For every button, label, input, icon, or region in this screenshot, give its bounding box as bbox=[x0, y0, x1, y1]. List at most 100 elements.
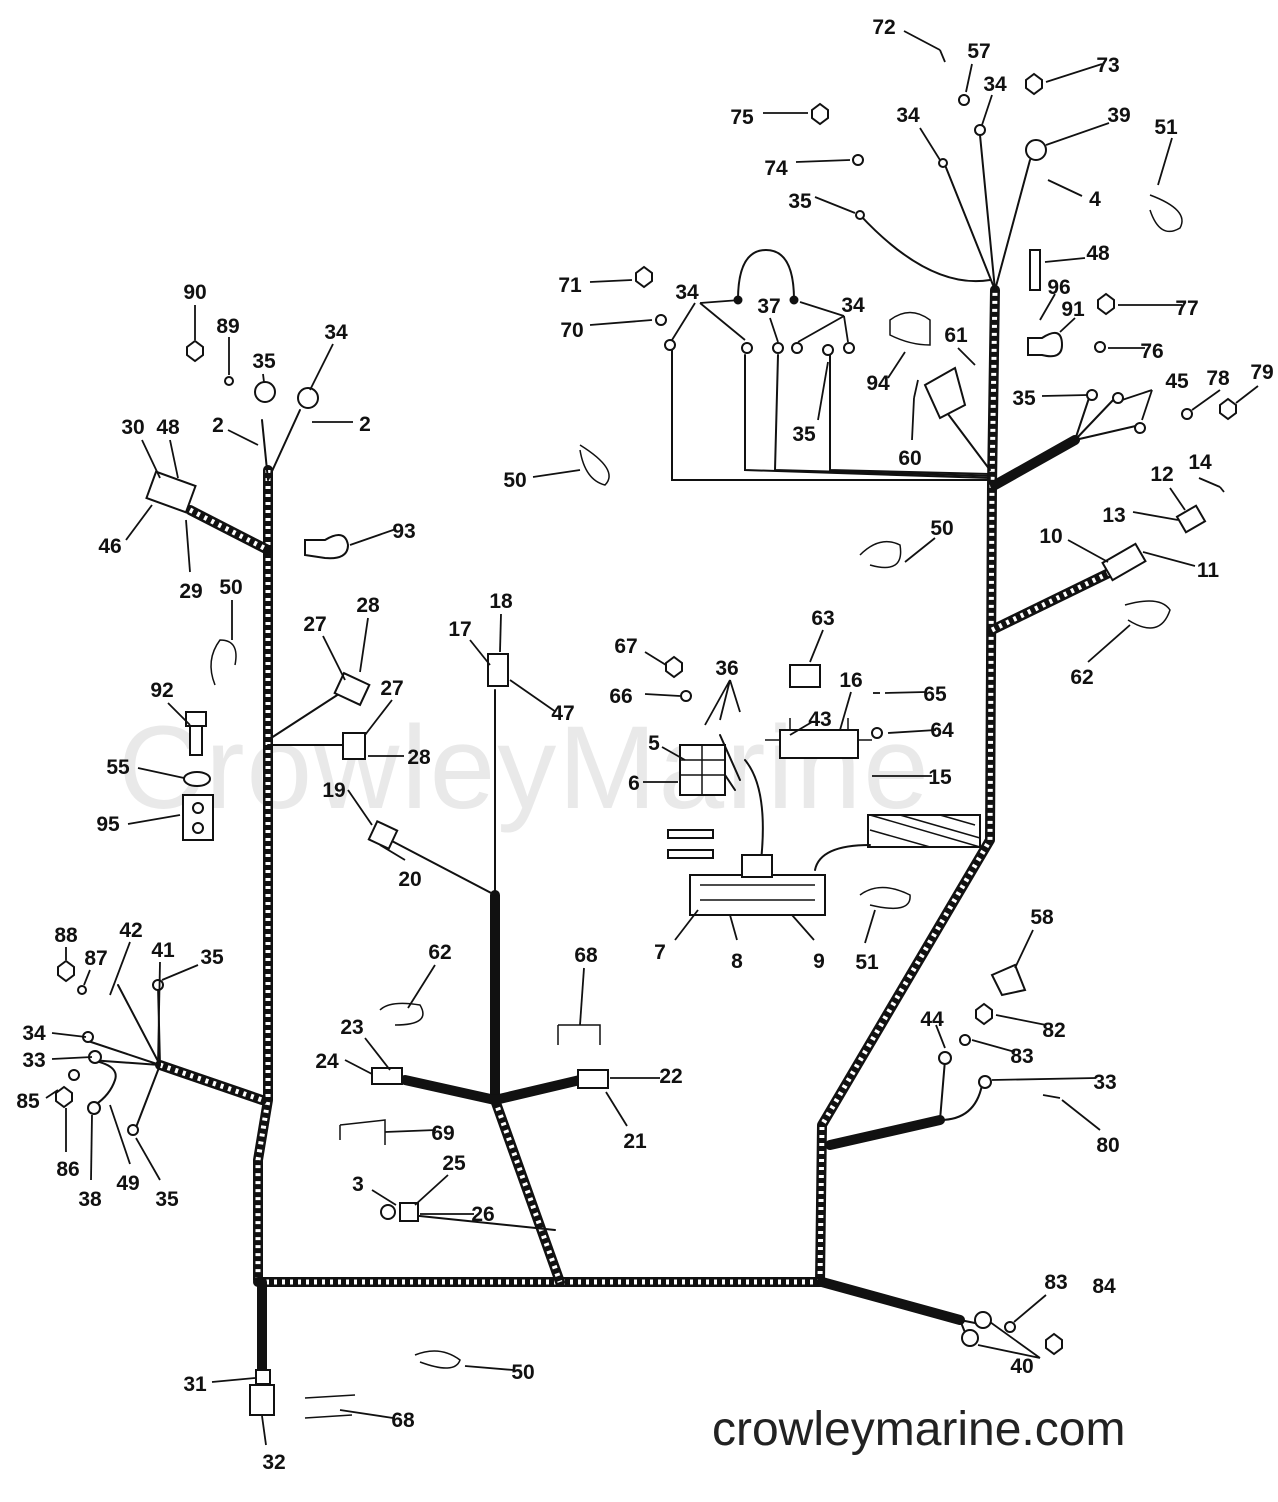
leader-lines bbox=[45, 30, 1259, 1446]
callout-c55: 55 bbox=[106, 756, 130, 779]
callout-c92: 92 bbox=[150, 679, 173, 702]
callout-c24: 24 bbox=[315, 1050, 339, 1073]
switch-panel-7-8-9 bbox=[689, 874, 826, 916]
callout-c4: 4 bbox=[1089, 188, 1101, 211]
callout-c34f: 34 bbox=[22, 1022, 46, 1045]
wires bbox=[84, 134, 1141, 1346]
callout-c62b: 62 bbox=[428, 941, 451, 964]
callout-c86: 86 bbox=[56, 1158, 79, 1181]
callout-c74: 74 bbox=[764, 157, 788, 180]
callout-c34a: 34 bbox=[983, 73, 1007, 96]
callout-c20: 20 bbox=[398, 868, 421, 891]
callout-c70: 70 bbox=[560, 319, 583, 342]
callout-c21: 21 bbox=[623, 1130, 647, 1153]
callout-c68a: 68 bbox=[574, 944, 598, 967]
callout-c30: 30 bbox=[121, 416, 144, 439]
callout-c68b: 68 bbox=[391, 1409, 415, 1432]
callout-c50d: 50 bbox=[511, 1361, 534, 1384]
callout-c69: 69 bbox=[431, 1122, 454, 1145]
callout-c57: 57 bbox=[967, 40, 990, 63]
callout-c90: 90 bbox=[183, 281, 206, 304]
callout-c31: 31 bbox=[183, 1373, 207, 1396]
nut-67 bbox=[665, 655, 683, 679]
nut-77 bbox=[1097, 292, 1115, 316]
nut-79 bbox=[1219, 397, 1237, 421]
hardware-parts bbox=[55, 49, 1237, 1419]
site-label: crowleymarine.com bbox=[712, 1403, 1125, 1456]
callout-c34c: 34 bbox=[675, 281, 699, 304]
callout-c34e: 34 bbox=[324, 321, 348, 344]
callout-c9: 9 bbox=[813, 950, 825, 973]
callout-c77: 77 bbox=[1175, 297, 1198, 320]
connector-12-13 bbox=[1175, 504, 1207, 534]
watermark: CrowleyMarine bbox=[118, 702, 931, 834]
callout-c48a: 48 bbox=[1086, 242, 1110, 265]
connector-10-11 bbox=[1101, 542, 1147, 582]
callout-c28a: 28 bbox=[356, 594, 380, 617]
callout-c43: 43 bbox=[808, 708, 831, 731]
callout-c32: 32 bbox=[262, 1451, 285, 1474]
callout-c27b: 27 bbox=[380, 677, 403, 700]
callout-c82: 82 bbox=[1042, 1019, 1065, 1042]
callout-c83a: 83 bbox=[1010, 1045, 1033, 1068]
connector-31 bbox=[255, 1369, 271, 1385]
callout-c78: 78 bbox=[1206, 367, 1230, 390]
callout-c64: 64 bbox=[930, 719, 954, 742]
callout-c51b: 51 bbox=[855, 951, 879, 974]
callout-c51a: 51 bbox=[1154, 116, 1178, 139]
callout-c36: 36 bbox=[715, 657, 738, 680]
callout-c28b: 28 bbox=[407, 746, 431, 769]
callout-c94: 94 bbox=[866, 372, 890, 395]
connector-25 bbox=[399, 1202, 419, 1222]
callout-c95: 95 bbox=[96, 813, 120, 836]
main-harness bbox=[155, 285, 1120, 1375]
connector-30-46 bbox=[145, 470, 197, 514]
callout-c63: 63 bbox=[811, 607, 834, 630]
callout-c2a: 2 bbox=[212, 414, 224, 437]
callout-c58: 58 bbox=[1030, 906, 1054, 929]
callout-c34b: 34 bbox=[896, 104, 920, 127]
callout-c5: 5 bbox=[648, 732, 660, 755]
callout-c22: 22 bbox=[659, 1065, 682, 1088]
nut-88 bbox=[57, 959, 75, 983]
callout-c62a: 62 bbox=[1070, 666, 1093, 689]
callout-c85: 85 bbox=[16, 1090, 40, 1113]
callout-c40: 40 bbox=[1010, 1355, 1033, 1378]
callout-c23: 23 bbox=[340, 1016, 363, 1039]
callout-c47: 47 bbox=[551, 702, 574, 725]
relay-63 bbox=[789, 664, 821, 688]
callout-c60: 60 bbox=[898, 447, 921, 470]
callout-c10: 10 bbox=[1039, 525, 1062, 548]
fuse-holder-43 bbox=[779, 729, 859, 759]
nut-90 bbox=[186, 339, 204, 363]
callout-c71: 71 bbox=[558, 274, 582, 297]
callout-c80: 80 bbox=[1096, 1134, 1119, 1157]
callout-c87: 87 bbox=[84, 947, 107, 970]
callout-c75: 75 bbox=[730, 106, 754, 129]
callout-c2b: 2 bbox=[359, 413, 371, 436]
callout-c48b: 48 bbox=[156, 416, 180, 439]
callout-c45: 45 bbox=[1165, 370, 1189, 393]
callout-c46: 46 bbox=[98, 535, 121, 558]
callout-c88: 88 bbox=[54, 924, 78, 947]
callout-c44: 44 bbox=[920, 1008, 944, 1031]
callout-c38: 38 bbox=[78, 1188, 102, 1211]
nut-84 bbox=[1045, 1332, 1063, 1356]
callout-c33a: 33 bbox=[22, 1049, 45, 1072]
callout-c37: 37 bbox=[757, 295, 780, 318]
callout-c66: 66 bbox=[609, 685, 632, 708]
nut-75 bbox=[811, 102, 829, 126]
callout-c50a: 50 bbox=[503, 469, 526, 492]
callout-c26: 26 bbox=[471, 1203, 494, 1226]
callout-c83b: 83 bbox=[1044, 1271, 1067, 1294]
callout-c33b: 33 bbox=[1093, 1071, 1116, 1094]
callout-c16: 16 bbox=[839, 669, 862, 692]
callout-c49: 49 bbox=[116, 1172, 139, 1195]
connector-27-28b bbox=[342, 732, 366, 760]
connector-17-18 bbox=[487, 653, 509, 687]
callout-c50c: 50 bbox=[219, 576, 242, 599]
callout-c35d: 35 bbox=[792, 423, 816, 446]
connector-21-22 bbox=[577, 1069, 609, 1089]
